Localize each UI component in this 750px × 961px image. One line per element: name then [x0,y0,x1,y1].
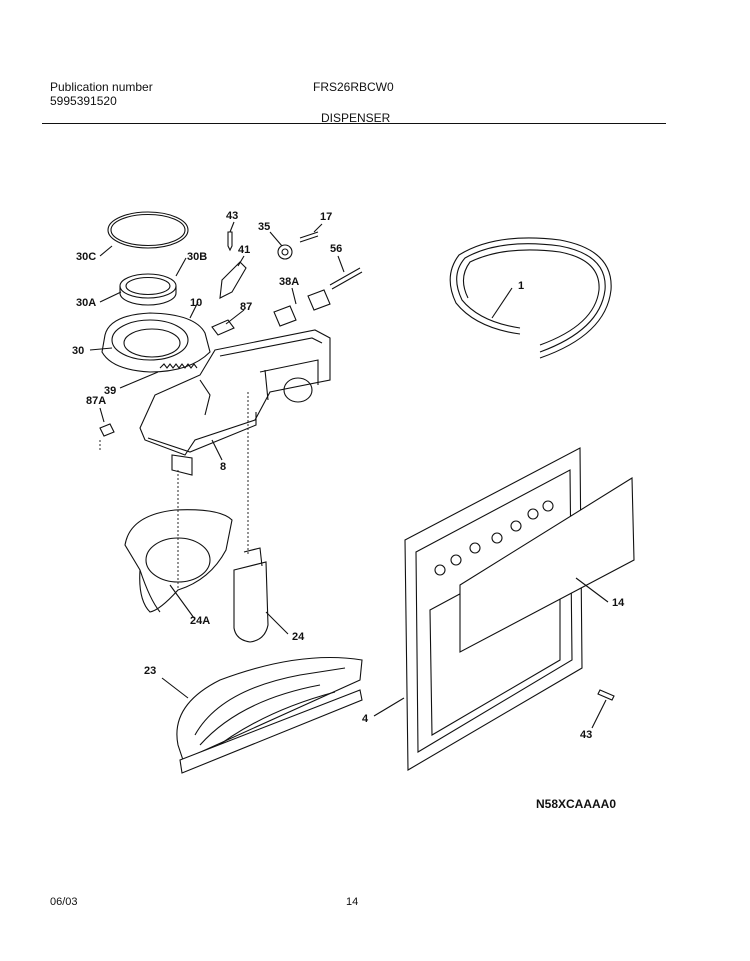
alignment-lines [99,392,249,590]
part-39-spring [159,363,198,369]
callout-30: 30 [72,345,84,357]
callout-43-bottom: 43 [580,729,592,741]
callout-1: 1 [518,280,524,292]
model-number: FRS26RBCW0 [313,80,394,94]
part-87-clip [211,319,235,336]
part-17-screw [299,231,319,243]
callout-38a: 38A [279,276,299,288]
part-30-ring-housing [101,312,211,373]
callout-30b: 30B [187,251,207,263]
callout-23: 23 [144,665,156,677]
callout-43-top: 43 [226,210,238,222]
part-56-rod [329,267,363,290]
publication-label: Publication number [50,80,153,94]
callout-8: 8 [220,461,226,473]
callout-87a: 87A [86,395,106,407]
part-43-screw-bottom [597,689,615,701]
leader-lines [89,221,609,729]
callout-87: 87 [240,301,252,313]
part-87a-clip [99,423,115,437]
part-35-switch [277,244,293,260]
part-43-screw-top [227,231,233,252]
callout-24: 24 [292,631,305,643]
part-23-drip-tray [176,656,363,774]
part-24-flap [233,547,269,643]
part-30b-cap [119,273,177,306]
callout-24a: 24A [190,615,210,627]
publication-number: 5995391520 [50,94,117,108]
part-8-housing [139,329,331,476]
part-1-tubing-coil [449,237,612,359]
callout-35: 35 [258,221,270,233]
callout-10: 10 [190,297,202,309]
header-rule [42,123,666,124]
section-title: DISPENSER [321,111,391,125]
callout-41: 41 [238,244,250,256]
part-38a-switches [273,289,331,327]
footer-page-number: 14 [346,896,359,908]
callout-14: 14 [612,597,625,609]
part-30c-gasket [107,211,189,249]
callout-30a: 30A [76,297,96,309]
callout-17: 17 [320,211,332,223]
footer-date: 06/03 [50,896,78,908]
callout-56: 56 [330,243,342,255]
part-41-bracket [219,261,247,299]
callout-39: 39 [104,385,116,397]
diagram-code: N58XCAAAA0 [536,797,617,811]
callout-4: 4 [362,713,369,725]
part-14-panel [459,477,635,653]
callout-30c: 30C [76,251,96,263]
